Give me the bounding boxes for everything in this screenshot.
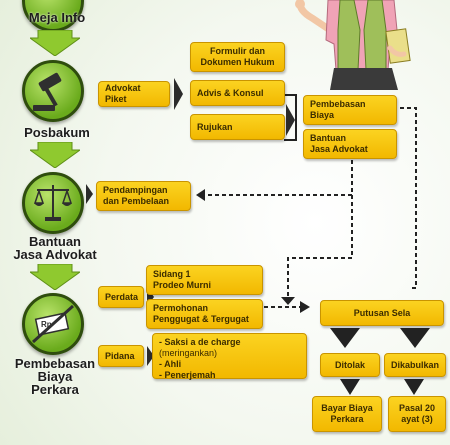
perdata-box: Perdata <box>98 286 144 308</box>
gavel-icon <box>22 60 84 122</box>
advokat-piket-box: Advokat Piket <box>98 81 170 107</box>
dashed-connector-bantuan <box>202 160 353 196</box>
putusan-sela-box: Putusan Sela <box>320 300 444 326</box>
dikabulkan-box: Dikabulkan <box>384 353 446 377</box>
meja-info-label: Meja Info <box>28 10 86 25</box>
person-illustration <box>295 0 411 90</box>
pasal-box: Pasal 20 ayat (3) <box>388 396 446 432</box>
pidana-item-penerjemah: - Penerjemah <box>159 370 216 380</box>
formulir-box: Formulir dan Dokumen Hukum <box>190 42 285 72</box>
permohonan-box: Permohonan Penggugat & Tergugat <box>146 299 263 329</box>
no-money-icon: Rp <box>22 293 84 355</box>
pidana-item-ahli: - Ahli <box>159 359 182 369</box>
bracket-rujukan <box>284 94 297 141</box>
sidang-box: Sidang 1 Prodeo Murni <box>146 265 263 295</box>
rujukan-box: Rujukan <box>190 114 285 140</box>
triangle-bantuan <box>86 184 93 204</box>
pembebasan-label: Pembebasan Biaya Perkara <box>14 356 96 397</box>
triangle-rujukan <box>286 104 295 136</box>
pidana-box: Pidana <box>98 345 144 367</box>
putusan-split-arrows <box>330 328 430 348</box>
down-arrow-3 <box>30 264 80 290</box>
arrow-permohonan-to-putusan <box>264 301 310 313</box>
down-arrow-2 <box>30 142 80 168</box>
ditolak-box: Ditolak <box>320 353 380 377</box>
dashed-connector-pembebasan <box>400 107 417 289</box>
triangle-posbakum <box>174 78 183 110</box>
bayar-box: Bayar Biaya Perkara <box>312 396 382 432</box>
pidana-item-saksi: - Saksi a de charge (meringankan) <box>159 337 241 358</box>
svg-text:Rp: Rp <box>41 320 52 329</box>
bantuan-label: Bantuan Jasa Advokat <box>13 234 97 262</box>
scales-icon <box>22 172 84 234</box>
bantuan-jasa-box: Bantuan Jasa Advokat <box>303 129 397 159</box>
pendampingan-box: Pendampingan dan Pembelaan <box>96 181 191 211</box>
pembebasan-biaya-box: Pembebasan Biaya <box>303 95 397 125</box>
pidana-list-box: - Saksi a de charge (meringankan) - Ahli… <box>152 333 307 380</box>
dashed-arrowhead-down <box>281 297 295 305</box>
posbakum-label: Posbakum <box>24 125 90 140</box>
outcome-arrows <box>340 379 424 395</box>
triangle-perdata <box>147 287 154 307</box>
triangle-pidana <box>147 346 154 366</box>
dashed-connector-to-putusan <box>287 195 353 296</box>
dashed-arrowhead-left <box>196 189 205 201</box>
advis-box: Advis & Konsul <box>190 80 285 106</box>
down-arrow-1 <box>30 30 80 56</box>
